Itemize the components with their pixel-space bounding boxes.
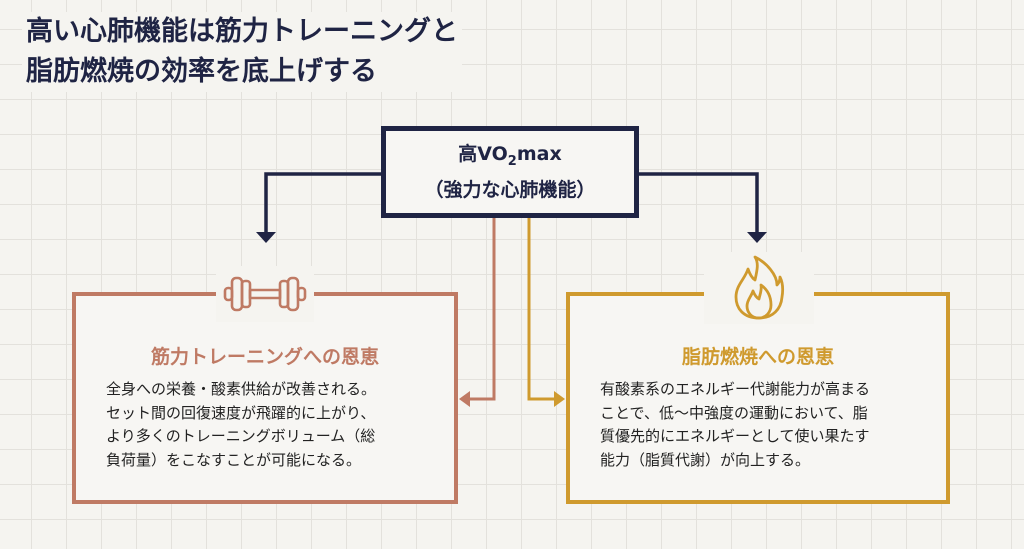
strength-body-line: より多くのトレーニングボリューム（総 [106,427,376,445]
strength-training-card: 筋力トレーニングへの恩恵 全身への栄養・酸素供給が改善される。 セット間の回復速… [72,266,458,504]
strength-body-line: 全身への栄養・酸素供給が改善される。 [106,380,377,398]
center-suffix: max [516,143,562,166]
center-subscript: 2 [507,153,517,169]
page-title: 高い心肺機能は筋力トレーニングと 脂肪燃焼の効率を底上げする [22,12,462,92]
strength-card-body: 全身への栄養・酸素供給が改善される。 セット間の回復速度が飛躍的に上がり、 より… [106,378,434,472]
fatburn-body-line: ことで、低〜中強度の運動において、脂 [600,403,868,422]
arrowhead-left-down [256,232,276,243]
connector-center-to-left [264,172,381,234]
center-line-2: （強力な心肺機能） [424,178,596,201]
fatburn-card-title: 脂肪燃焼への恩恵 [681,346,834,368]
center-line-1: 高VO2max [458,140,561,176]
center-node-vo2max: 高VO2max （強力な心肺機能） [381,126,639,218]
connector-to-strength-card [468,218,496,401]
arrowhead-right-down [747,232,767,243]
title-line-2: 脂肪燃焼の効率を底上げする [26,56,377,87]
fatburn-body-line: 能力（脂質代謝）が向上する。 [600,450,811,469]
dumbbell-icon [216,266,314,322]
fatburn-body-line: 質優先的にエネルギーとして使い果たす [600,427,870,445]
arrowhead-strength [459,391,470,407]
fatburn-body-line: 有酸素系のエネルギー代謝能力が高まる [600,380,871,398]
connector-center-to-right [639,172,759,234]
arrowhead-fatburn [554,391,565,407]
fatburn-card-body: 有酸素系のエネルギー代謝能力が高まる ことで、低〜中強度の運動において、脂 質優… [600,378,930,472]
center-prefix: 高VO [458,143,508,166]
connector-to-fatburn-card [527,218,556,401]
fat-burning-card: 脂肪燃焼への恩恵 有酸素系のエネルギー代謝能力が高まる ことで、低〜中強度の運動… [566,252,950,504]
flame-icon [704,252,814,324]
strength-body-line: セット間の回復速度が飛躍的に上がり、 [106,403,376,422]
strength-card-title: 筋力トレーニングへの恩恵 [150,346,379,368]
strength-body-line: 負荷量）をこなすことが可能になる。 [106,450,362,469]
title-line-1: 高い心肺機能は筋力トレーニングと [26,16,458,47]
